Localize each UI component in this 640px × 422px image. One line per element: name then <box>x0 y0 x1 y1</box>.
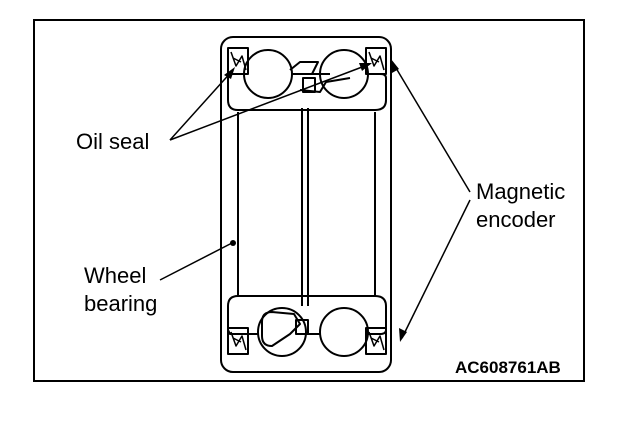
label-wheel-bearing-line1: Wheel <box>84 263 147 288</box>
lower-race <box>227 295 387 335</box>
label-wheel-bearing-line2: bearing <box>84 291 158 316</box>
lower-ball-right <box>319 307 369 357</box>
leader-oil-seal-right <box>169 63 371 141</box>
upper-ball-left <box>243 49 293 99</box>
wheel-bearing-dot <box>230 240 236 246</box>
leader-oil-seal-left <box>169 69 234 141</box>
arrowhead-encoder-lower <box>399 328 407 342</box>
figure-code: AC608761AB <box>455 358 561 377</box>
arrowhead-oil-seal-left <box>224 67 235 79</box>
label-magnetic-encoder-line1: Magnetic <box>476 179 566 204</box>
label-magnetic-encoder-line2: encoder <box>476 207 556 232</box>
leader-encoder-upper <box>392 62 471 193</box>
arrowhead-oil-seal-right <box>359 63 372 71</box>
arrowhead-encoder-upper <box>391 59 399 73</box>
oil-seal-upper-right <box>365 47 387 75</box>
oil-seal-lower-right <box>365 327 387 355</box>
label-oil-seal: Oil seal <box>76 129 150 154</box>
oil-seal-upper-left <box>227 47 249 75</box>
bearing-outer-ring <box>220 36 392 373</box>
oil-seal-lower-left <box>227 327 249 355</box>
lower-ball-left <box>257 307 307 357</box>
leader-encoder-lower <box>401 199 471 339</box>
leader-wheel-bearing <box>159 242 233 281</box>
